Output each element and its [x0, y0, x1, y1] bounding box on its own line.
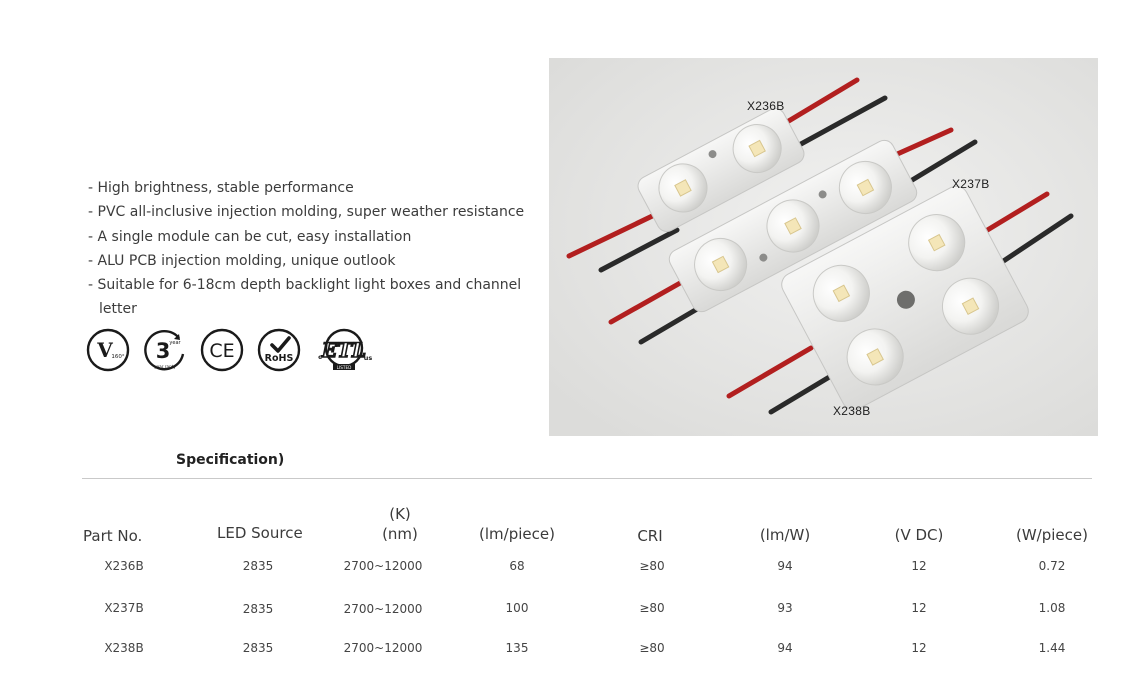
cell-efficacy: 93 — [777, 601, 793, 615]
photo-label-x237b: X237B — [952, 177, 990, 191]
cell-voltage: 12 — [911, 559, 927, 573]
rohs-icon: RoHS — [257, 328, 301, 372]
warranty-icon: 3 year year ranty — [143, 328, 187, 372]
ce-mark-icon: CE — [200, 328, 244, 372]
cell-part-no: X238B — [104, 641, 144, 655]
svg-text:ETL: ETL — [321, 338, 366, 362]
header-power: (W/piece) — [1016, 526, 1088, 544]
photo-label-x238b: X238B — [833, 404, 871, 418]
header-efficacy: (lm/W) — [759, 526, 811, 544]
feature-list: - High brightness, stable performance - … — [88, 176, 548, 322]
header-cct: (K) (nm) — [340, 504, 460, 544]
cell-led-source: 2835 — [242, 641, 274, 655]
cell-voltage: 12 — [911, 601, 927, 615]
cell-led-source: 2835 — [242, 559, 274, 573]
product-photo: X236B X237B X238B — [549, 58, 1098, 436]
header-cri: CRI — [637, 527, 663, 545]
warranty-years: 3 — [156, 339, 171, 363]
cell-part-no: X236B — [104, 559, 144, 573]
etl-listed-icon: ETL LISTED c us — [314, 327, 374, 373]
header-voltage: (V DC) — [894, 526, 944, 544]
photo-label-x236b: X236B — [747, 99, 785, 113]
cell-lumen: 135 — [505, 641, 529, 655]
cell-led-source: 2835 — [242, 602, 274, 616]
header-lumen: (lm/piece) — [479, 525, 555, 543]
cell-cct: 2700~12000 — [343, 559, 423, 573]
certification-badges: V 160° 3 year year ranty CE RoHS ETL LI — [86, 328, 387, 372]
cell-part-no: X237B — [104, 601, 144, 615]
feature-item: - High brightness, stable performance — [88, 180, 354, 196]
etl-listed-text: LISTED — [337, 365, 352, 370]
cell-cri: ≥80 — [639, 559, 665, 573]
cell-cct: 2700~12000 — [343, 641, 423, 655]
spec-title: Specification) — [176, 452, 285, 468]
header-cct-unit: (K) — [389, 505, 411, 523]
warranty-bottom-text: year ranty — [154, 364, 176, 369]
cell-efficacy: 94 — [777, 641, 793, 655]
feature-item: - Suitable for 6-18cm depth backlight li… — [88, 277, 522, 318]
cell-cri: ≥80 — [639, 601, 665, 615]
etl-c-text: c — [318, 353, 322, 361]
beam-angle-degree: 160° — [111, 354, 124, 360]
beam-angle-letter: V — [96, 338, 113, 362]
etl-us-text: us — [364, 354, 373, 362]
cell-power: 1.08 — [1038, 601, 1066, 615]
cell-cct: 2700~12000 — [343, 602, 423, 616]
cell-voltage: 12 — [911, 641, 927, 655]
cell-cri: ≥80 — [639, 641, 665, 655]
cell-power: 0.72 — [1038, 559, 1066, 573]
cell-power: 1.44 — [1038, 641, 1066, 655]
warranty-top-text: year — [169, 340, 181, 346]
header-part-no: Part No. — [83, 527, 143, 545]
cell-efficacy: 94 — [777, 559, 793, 573]
spec-divider — [82, 478, 1092, 479]
cell-lumen: 100 — [505, 601, 529, 615]
cell-lumen: 68 — [509, 559, 525, 573]
feature-item: - ALU PCB injection molding, unique outl… — [88, 252, 396, 269]
beam-angle-icon: V 160° — [86, 328, 130, 372]
header-led-source: LED Source — [217, 524, 303, 542]
feature-item: - PVC all-inclusive injection molding, s… — [88, 204, 525, 221]
ce-mark-text: CE — [209, 340, 234, 362]
header-wavelength-unit: (nm) — [382, 525, 418, 543]
feature-item: - A single module can be cut, easy insta… — [88, 228, 412, 245]
rohs-text: RoHS — [265, 353, 294, 364]
